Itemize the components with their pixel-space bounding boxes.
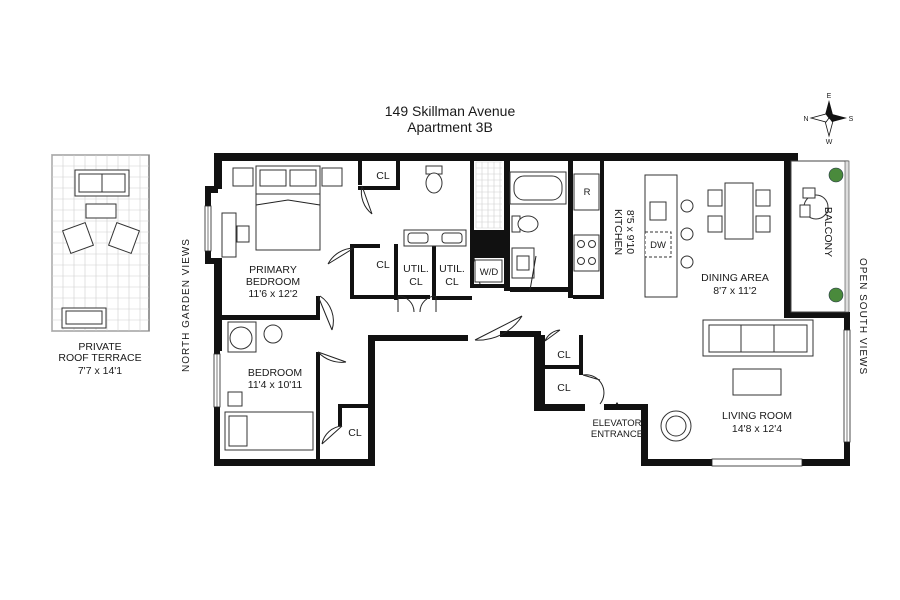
balcony-chair-icon bbox=[799, 204, 811, 218]
roof-terrace: PRIVATE ROOF TERRACE 7'7 x 14'1 bbox=[51, 154, 150, 377]
terrace-label-line1: PRIVATE bbox=[78, 341, 121, 353]
compass-e-label: E bbox=[827, 93, 832, 100]
closet-label: CL bbox=[376, 259, 390, 271]
entrance-arrow-icon bbox=[612, 402, 622, 410]
terrace-chair-icon bbox=[107, 221, 141, 255]
elevator-label-line2: ENTRANCE bbox=[591, 429, 643, 440]
closet-label: CL bbox=[557, 382, 571, 394]
primary-bedroom-dims: 11'6 x 12'2 bbox=[248, 288, 298, 300]
stool-icon bbox=[680, 255, 694, 269]
north-views-label: NORTH GARDEN VIEWS bbox=[181, 238, 192, 372]
fridge-icon bbox=[573, 173, 600, 211]
terrace-dims: 7'7 x 14'1 bbox=[78, 365, 122, 377]
elevator-label-line1: ELEVATOR bbox=[592, 418, 641, 429]
compass-w-label: W bbox=[826, 139, 833, 146]
primary-bedroom-label-line1: PRIMARY bbox=[249, 264, 297, 276]
closet-label: CL bbox=[376, 170, 390, 182]
dishwasher-icon bbox=[644, 231, 672, 258]
dining-chair-icon bbox=[755, 189, 771, 207]
address-text: 149 Skillman Avenue bbox=[385, 103, 516, 119]
coffee-table-icon bbox=[732, 368, 782, 396]
desk-icon bbox=[221, 212, 237, 258]
kitchen: R DW KITCHEN 8'5 x 9'10 bbox=[573, 173, 694, 298]
closet-label: CL bbox=[348, 427, 362, 439]
door-swings bbox=[317, 185, 605, 445]
kitchen-dims: 8'5 x 9'10 bbox=[624, 210, 636, 254]
nightstand-icon bbox=[232, 167, 254, 187]
compass-rose-icon: E N S W bbox=[803, 93, 853, 146]
dining-label: DINING AREA bbox=[701, 272, 769, 284]
util-closet-label-line2: CL bbox=[409, 276, 423, 288]
terrace-label-line2: ROOF TERRACE bbox=[58, 352, 141, 364]
dining-dims: 8'7 x 11'2 bbox=[713, 285, 757, 297]
balcony-label: BALCONY bbox=[822, 207, 834, 257]
washer-dryer-label: W/D bbox=[480, 267, 499, 278]
bedroom-dims: 11'4 x 10'11 bbox=[248, 379, 303, 391]
interior-walls bbox=[222, 161, 604, 462]
dining-area: DINING AREA 8'7 x 11'2 bbox=[701, 182, 771, 297]
nightstand-icon bbox=[321, 167, 343, 187]
living-dims: 14'8 x 12'4 bbox=[732, 423, 782, 435]
fridge-label: R bbox=[584, 187, 591, 198]
kitchen-label: KITCHEN bbox=[612, 209, 624, 255]
primary-bedroom: PRIMARY BEDROOM 11'6 x 12'2 bbox=[221, 165, 343, 300]
stool-icon bbox=[680, 199, 694, 213]
util-closet-label-line1: UTIL. bbox=[403, 263, 429, 275]
bedroom-label: BEDROOM bbox=[248, 367, 302, 379]
dining-table-icon bbox=[724, 182, 754, 240]
compass-n-label: N bbox=[803, 116, 808, 123]
stove-icon bbox=[573, 234, 600, 272]
stool-icon bbox=[680, 227, 694, 241]
elevator-entrance: ELEVATOR ENTRANCE bbox=[591, 402, 643, 440]
terrace-chair-icon bbox=[61, 221, 95, 255]
balcony: BALCONY bbox=[790, 160, 850, 313]
closet-label: CL bbox=[557, 349, 571, 361]
desk-chair-icon bbox=[236, 225, 250, 243]
dishwasher-label: DW bbox=[650, 240, 666, 251]
living-room: LIVING ROOM 14'8 x 12'4 bbox=[660, 319, 814, 442]
second-bathroom bbox=[509, 171, 567, 279]
primary-bathroom bbox=[403, 161, 502, 247]
util-closet-label-line2: CL bbox=[445, 276, 459, 288]
dining-chair-icon bbox=[707, 215, 723, 233]
terrace-table-icon bbox=[85, 203, 117, 219]
side-table-icon bbox=[263, 324, 283, 344]
closet-labels: CL CL UTIL. CL UTIL. CL W/D CL CL CL bbox=[348, 170, 571, 439]
bedroom: BEDROOM 11'4 x 10'11 bbox=[224, 321, 314, 451]
washer-dryer-icon bbox=[474, 259, 503, 283]
living-label: LIVING ROOM bbox=[722, 410, 792, 422]
bath-tile-grid bbox=[475, 161, 502, 229]
dining-chair-icon bbox=[707, 189, 723, 207]
compass-s-label: S bbox=[849, 116, 854, 123]
toilet-icon bbox=[517, 215, 539, 233]
south-views-label: OPEN SOUTH VIEWS bbox=[857, 258, 868, 375]
sink-icon bbox=[649, 201, 667, 221]
plant-icon bbox=[828, 287, 844, 303]
nightstand-icon bbox=[227, 391, 243, 407]
plant-icon bbox=[828, 167, 844, 183]
primary-bedroom-label-line2: BEDROOM bbox=[246, 276, 300, 288]
unit-text: Apartment 3B bbox=[407, 119, 493, 135]
util-closet-label-line1: UTIL. bbox=[439, 263, 465, 275]
dining-chair-icon bbox=[755, 215, 771, 233]
